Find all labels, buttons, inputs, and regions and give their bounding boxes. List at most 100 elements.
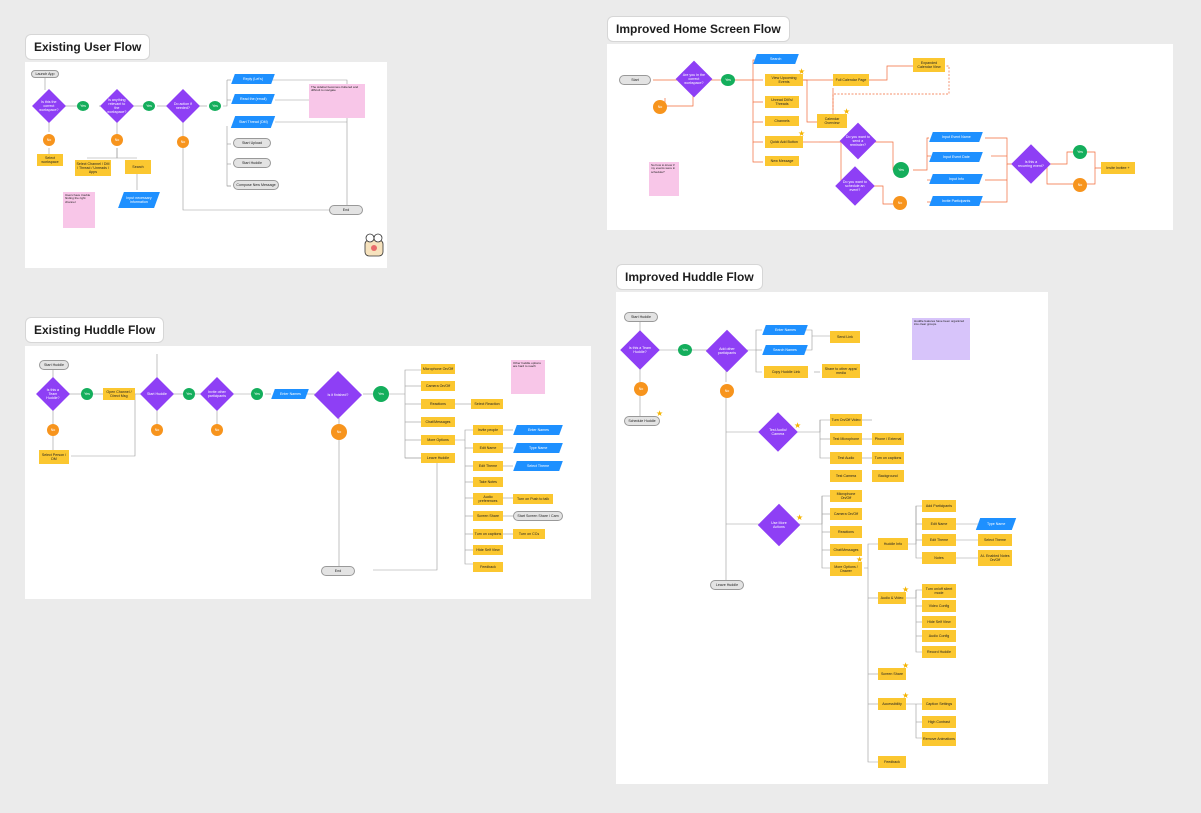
leave-huddle-node[interactable]: Leave Huddle [421,453,455,463]
expanded-calendar-node[interactable]: Expanded Calendar View [913,58,945,72]
search-node[interactable]: Search [125,160,151,174]
audio-video-node[interactable]: Audio & Video [878,592,906,604]
select-reaction-node[interactable]: Select Reaction [471,399,503,409]
improved-home-flow-board[interactable]: Start Are you in the correct workspace? … [607,44,1173,230]
yes-node[interactable]: Yes [678,344,692,356]
yes-node[interactable]: Yes [373,386,389,402]
push-to-talk-node[interactable]: Turn on Push to talk [513,494,553,504]
yes-node[interactable]: Yes [183,388,195,400]
select-workspace-node[interactable]: Select workspace [37,154,63,166]
test-audio-node[interactable]: Test Audio [830,452,862,464]
screen-share-node[interactable]: Screen Share [473,511,503,521]
new-message-node[interactable]: New Message [765,156,799,166]
video-config-node[interactable]: Video Config [922,600,956,612]
select-channel-node[interactable]: Select Channel / DM / Thread / Unreads /… [75,160,111,176]
audio-config-node[interactable]: Audio Config [922,630,956,642]
no-node[interactable]: No [111,134,123,146]
record-huddle-node[interactable]: Record Huddle [922,646,956,658]
invite-button-node[interactable]: Invite Invitee + [1101,162,1135,174]
input-info-node[interactable]: Input Info [929,174,983,184]
accessibility-node[interactable]: Accessibility [878,698,906,710]
audio-preferences-node[interactable]: Audio preferences [473,493,503,505]
hide-self-view-node[interactable]: Hide Self View [473,545,503,555]
reactions-node[interactable]: Reactions [830,526,862,538]
schedule-huddle-node[interactable]: Schedule Huddle [624,416,660,426]
edit-name-node[interactable]: Edit Name [922,518,956,530]
no-node[interactable]: No [151,424,163,436]
end-node[interactable]: End [329,205,363,215]
phone-external-node[interactable]: Phone / External [872,433,904,445]
background-node[interactable]: Background [872,470,904,482]
start-thread-node[interactable]: Start Thread (DM) [230,116,276,128]
no-node[interactable]: No [331,424,347,440]
captions-node[interactable]: Turn on captions [473,529,503,539]
reactions-node[interactable]: Reactions [421,399,455,409]
select-theme-node[interactable]: Select Theme [513,461,563,471]
caption-settings-node[interactable]: Caption Settings [922,698,956,710]
yes-node[interactable]: Yes [81,388,93,400]
yes-node[interactable]: Yes [143,101,155,111]
select-person-node[interactable]: Select Person / DM [39,450,69,464]
search-node[interactable]: Search [753,54,799,64]
enter-names-node[interactable]: Enter Names [513,425,563,435]
start-upload-node[interactable]: Start Upload [233,138,271,148]
input-info-node[interactable]: Input necessary information [118,192,160,208]
input-event-name-node[interactable]: Input Event Name [929,132,983,142]
turn-on-off-video-node[interactable]: Turn On/Off Video [830,414,862,426]
high-contrast-node[interactable]: High Contrast [922,716,956,728]
improved-huddle-flow-board[interactable]: Start Huddle Is this a Team Huddle? Yes … [616,292,1048,784]
type-name-node[interactable]: Type Name [975,518,1017,530]
chat-node[interactable]: Chat/Messages [830,544,862,556]
no-node[interactable]: No [1073,178,1087,192]
silent-mode-node[interactable]: Turn on/off silent mode [922,584,956,598]
start-node[interactable]: Start [619,75,651,85]
add-participants-node[interactable]: Add Participants [922,500,956,512]
quick-add-node[interactable]: Quick Add Button [765,136,803,148]
unread-node[interactable]: Unread DM's/ Threads [765,96,799,108]
mic-node[interactable]: Microphone On/Off [421,364,455,374]
share-apps-node[interactable]: Share to other apps/ media [822,364,860,378]
notes-node[interactable]: Notes [922,552,956,564]
start-huddle-node[interactable]: Start Huddle [233,158,271,168]
yes-node[interactable]: Yes [209,101,221,111]
remove-animations-node[interactable]: Remove Animations [922,732,956,746]
mic-node[interactable]: Microphone On/Off [830,490,862,502]
existing-user-flow-board[interactable]: Launch App Is this the correct workspace… [25,62,387,268]
yes-node[interactable]: Yes [77,101,89,111]
compose-message-node[interactable]: Compose New Message [233,180,279,190]
type-name-node[interactable]: Type Name [513,443,563,453]
yes-node[interactable]: Yes [893,162,909,178]
test-camera-node[interactable]: Test Camera [830,470,862,482]
more-options-node[interactable]: More Options [421,435,455,445]
full-calendar-node[interactable]: Full Calendar Page [833,74,869,86]
camera-node[interactable]: Camera On/Off [830,508,862,520]
open-channel-node[interactable]: Open Channel / Direct Msg [103,388,135,400]
no-node[interactable]: No [177,136,189,148]
no-node[interactable]: No [653,100,667,114]
no-node[interactable]: No [47,424,59,436]
huddle-info-node[interactable]: Huddle Info [878,538,908,550]
view-upcoming-node[interactable]: View Upcoming Events [765,74,803,86]
no-node[interactable]: No [634,382,648,396]
end-node[interactable]: End [321,566,355,576]
turn-on-cc-node[interactable]: Turn on CCs [513,529,545,539]
copy-link-node[interactable]: Copy Huddle Link [764,366,808,378]
enter-names-node[interactable]: Enter Names [762,325,808,335]
enter-names-node[interactable]: Enter Names [271,389,309,399]
reply-node[interactable]: Reply (Let's) [231,74,275,84]
yes-node[interactable]: Yes [721,74,735,86]
no-node[interactable]: No [893,196,907,210]
existing-huddle-flow-board[interactable]: Start Huddle Is this a Team Huddle? Yes … [25,346,591,599]
yes-node[interactable]: Yes [251,388,263,400]
calendar-overview-node[interactable]: Calendar Overview [817,114,847,128]
start-huddle-node[interactable]: Start Huddle [624,312,658,322]
screen-share-node[interactable]: Screen Share [878,668,906,680]
start-screen-share-node[interactable]: Start Screen Share / Cam [513,511,563,521]
send-link-node[interactable]: Send Link [830,331,860,343]
launch-app-node[interactable]: Launch App [31,70,59,78]
feedback-node[interactable]: Feedback [878,756,906,768]
edit-name-node[interactable]: Edit Name [473,443,503,453]
select-theme-node[interactable]: Select Theme [978,534,1012,546]
no-node[interactable]: No [720,384,734,398]
channels-node[interactable]: Channels [765,116,799,126]
